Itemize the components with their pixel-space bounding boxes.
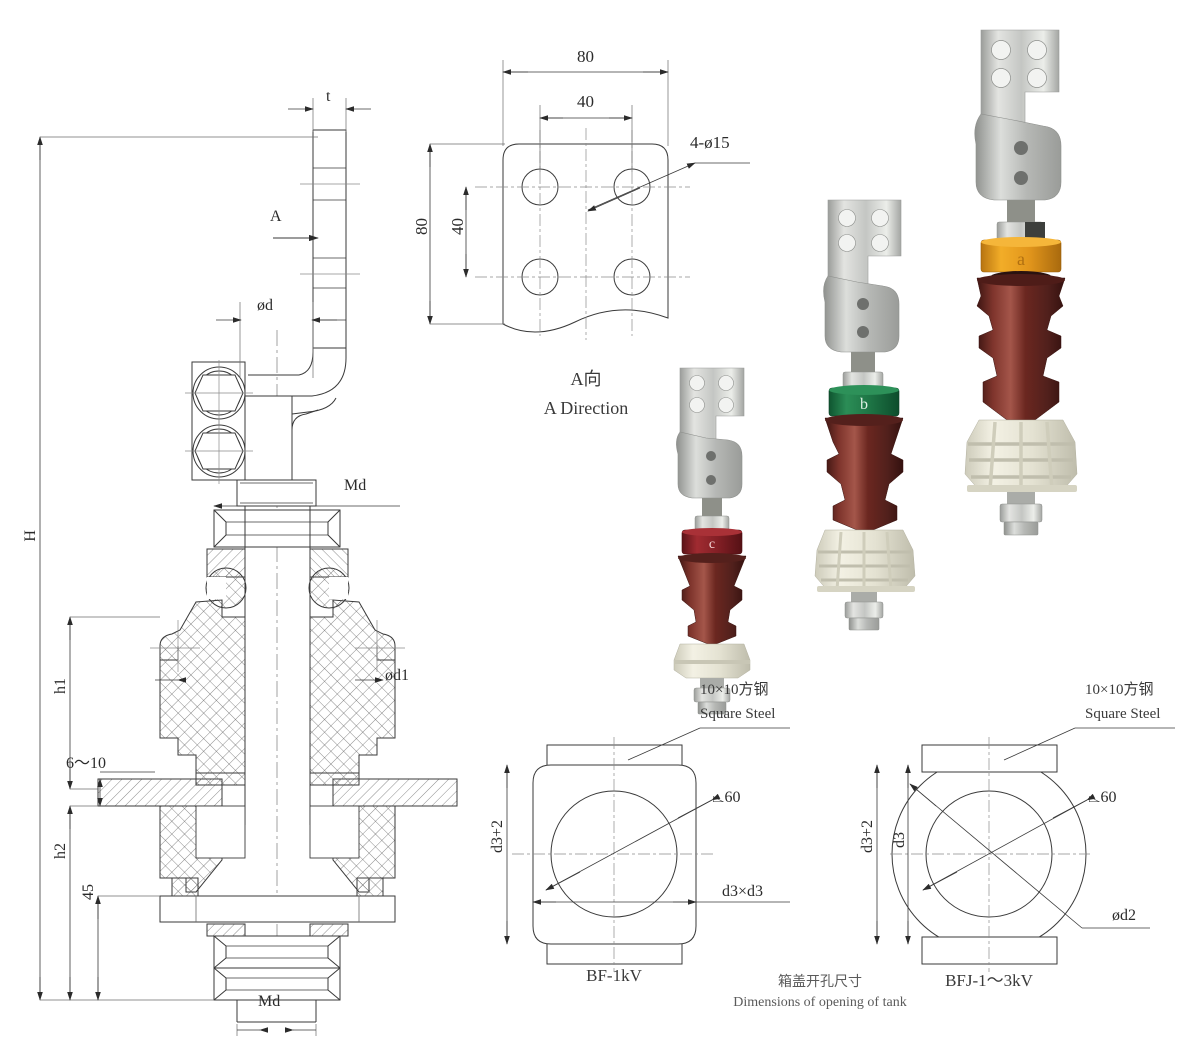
bottom-flange	[159, 895, 396, 923]
label-bf-square-steel-cn: 10×10方钢	[700, 682, 769, 698]
label-bf-d3xd3: d3×d3	[722, 883, 764, 900]
main-sectional-view	[37, 98, 458, 1036]
bottom-nuts	[206, 923, 349, 1023]
photo-insulator-medium: b	[814, 199, 916, 631]
label-dim-40-width: 40	[577, 92, 594, 111]
label-phi-d: ød	[257, 297, 273, 314]
label-H: H	[22, 530, 39, 542]
label-45: 45	[80, 884, 97, 900]
label-bfj-square-steel-en: Square Steel	[1085, 706, 1161, 722]
label-bfj-square-steel-cn: 10×10方钢	[1085, 682, 1154, 698]
label-bf-bore: ⌳60	[712, 789, 741, 806]
label-dim-80-width: 80	[577, 47, 594, 66]
title-bfj-1-3kv: BFJ-1～3kV	[945, 971, 1033, 990]
photo-insulator-large: a	[964, 29, 1078, 536]
label-bf-square-steel-en: Square Steel	[700, 706, 776, 722]
svg-text:b: b	[860, 396, 868, 413]
label-h1: h1	[52, 678, 69, 694]
label-Md-top: Md	[344, 477, 367, 494]
label-bfj-bore: ⌳60	[1088, 789, 1117, 806]
label-6-10: 6～10	[66, 755, 107, 772]
upper-hex-nut	[213, 509, 341, 548]
upper-washer	[205, 548, 350, 609]
label-bfj-d3plus2: d3+2	[859, 820, 876, 854]
label-bf-d3plus2: d3+2	[489, 820, 506, 854]
label-bfj-phi-d2: ød2	[1112, 907, 1136, 924]
bfj-1-3kv-opening	[874, 727, 1175, 972]
caption-tank-opening-en: Dimensions of opening of tank	[733, 995, 907, 1010]
label-h2: h2	[52, 843, 69, 859]
svg-text:a: a	[1017, 249, 1025, 269]
clamp-bolt-upper	[185, 360, 253, 426]
label-dim-80-height: 80	[412, 218, 431, 235]
label-t: t	[326, 88, 331, 105]
insulator-upper-skirt	[150, 599, 405, 774]
title-bf-1kv: BF-1kV	[586, 966, 642, 985]
label-A-arrow: A	[270, 208, 282, 225]
label-bfj-d3: d3	[891, 832, 908, 848]
svg-text:c: c	[709, 537, 715, 552]
caption-a-direction-cn: A向	[570, 369, 602, 389]
label-phi-d1: ød1	[385, 667, 409, 684]
label-dim-40-height: 40	[448, 218, 467, 235]
a-direction-view	[427, 60, 750, 340]
label-Md-bottom: Md	[258, 993, 281, 1010]
photo-insulator-small: c	[673, 367, 751, 715]
tank-cover-plate	[97, 772, 458, 807]
caption-tank-opening-cn: 箱盖开孔尺寸	[778, 975, 862, 990]
insulator-lower-skirt	[159, 805, 396, 897]
caption-a-direction-en: A Direction	[543, 398, 629, 418]
clamp-bolt-lower	[185, 418, 253, 484]
label-4-holes: 4-ø15	[690, 133, 730, 152]
bf-1kv-opening	[504, 727, 790, 972]
